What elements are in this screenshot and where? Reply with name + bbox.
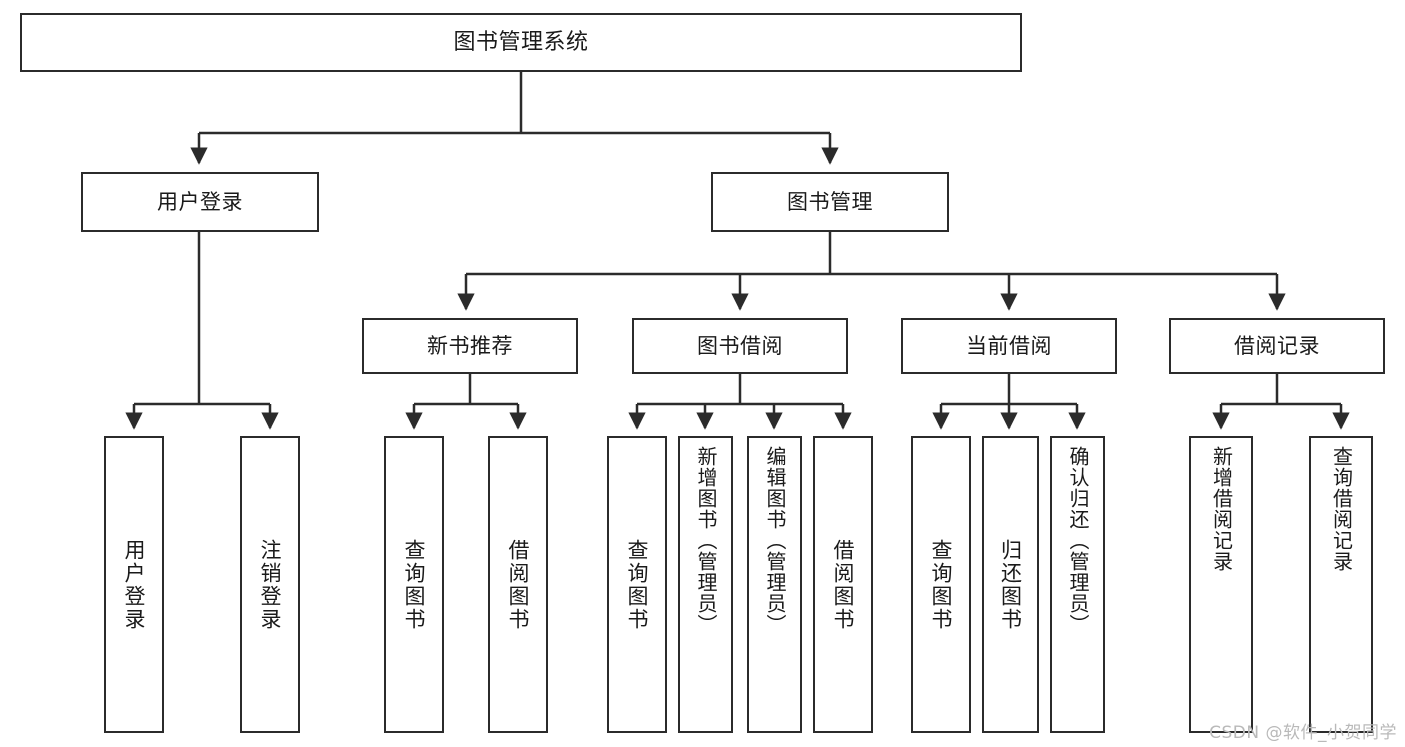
node-label: 用户登录 — [157, 189, 243, 214]
node-label: 借阅记录 — [1234, 333, 1320, 358]
node-label: 查询借阅记录 — [1329, 446, 1354, 572]
node-borrow-record[interactable]: 借阅记录 — [1169, 318, 1385, 374]
node-new-book-recommend[interactable]: 新书推荐 — [362, 318, 578, 374]
node-book-borrow[interactable]: 图书借阅 — [632, 318, 848, 374]
leaf-user-login[interactable]: 用户登录 — [104, 436, 164, 733]
leaf-return-book[interactable]: 归还图书 — [982, 436, 1039, 733]
node-label: 图书借阅 — [697, 333, 783, 358]
node-current-borrow[interactable]: 当前借阅 — [901, 318, 1117, 374]
node-label: 图书管理系统 — [453, 29, 589, 55]
node-label: 新增图书（管理员） — [694, 446, 718, 635]
watermark-text: CSDN @软件_小贺同学 — [1209, 723, 1397, 743]
leaf-query-book-recommend[interactable]: 查询图书 — [384, 436, 444, 733]
node-label: 新增借阅记录 — [1209, 446, 1234, 572]
node-label: 借阅图书 — [831, 538, 856, 631]
node-root-system[interactable]: 图书管理系统 — [20, 13, 1022, 72]
node-label: 注销登录 — [258, 538, 283, 631]
node-label: 查询图书 — [402, 538, 427, 631]
leaf-add-borrow-record[interactable]: 新增借阅记录 — [1189, 436, 1253, 733]
leaf-user-logout[interactable]: 注销登录 — [240, 436, 300, 733]
leaf-confirm-return-admin[interactable]: 确认归还（管理员） — [1050, 436, 1105, 733]
node-book-management[interactable]: 图书管理 — [711, 172, 949, 232]
node-label: 新书推荐 — [427, 333, 513, 358]
leaf-borrow-book[interactable]: 借阅图书 — [813, 436, 873, 733]
leaf-add-book-admin[interactable]: 新增图书（管理员） — [678, 436, 733, 733]
node-user-login[interactable]: 用户登录 — [81, 172, 319, 232]
node-label: 编辑图书（管理员） — [763, 446, 787, 635]
node-label: 图书管理 — [787, 189, 873, 214]
node-label: 确认归还（管理员） — [1066, 446, 1090, 635]
leaf-query-borrow-record[interactable]: 查询借阅记录 — [1309, 436, 1373, 733]
node-label: 当前借阅 — [966, 333, 1052, 358]
leaf-query-book-current[interactable]: 查询图书 — [911, 436, 971, 733]
node-label: 借阅图书 — [506, 538, 531, 631]
leaf-query-book-borrow[interactable]: 查询图书 — [607, 436, 667, 733]
node-label: 查询图书 — [625, 538, 650, 631]
leaf-edit-book-admin[interactable]: 编辑图书（管理员） — [747, 436, 802, 733]
node-label: 用户登录 — [122, 538, 147, 631]
node-label: 查询图书 — [929, 538, 954, 631]
node-label: 归还图书 — [998, 538, 1023, 631]
leaf-borrow-book-recommend[interactable]: 借阅图书 — [488, 436, 548, 733]
